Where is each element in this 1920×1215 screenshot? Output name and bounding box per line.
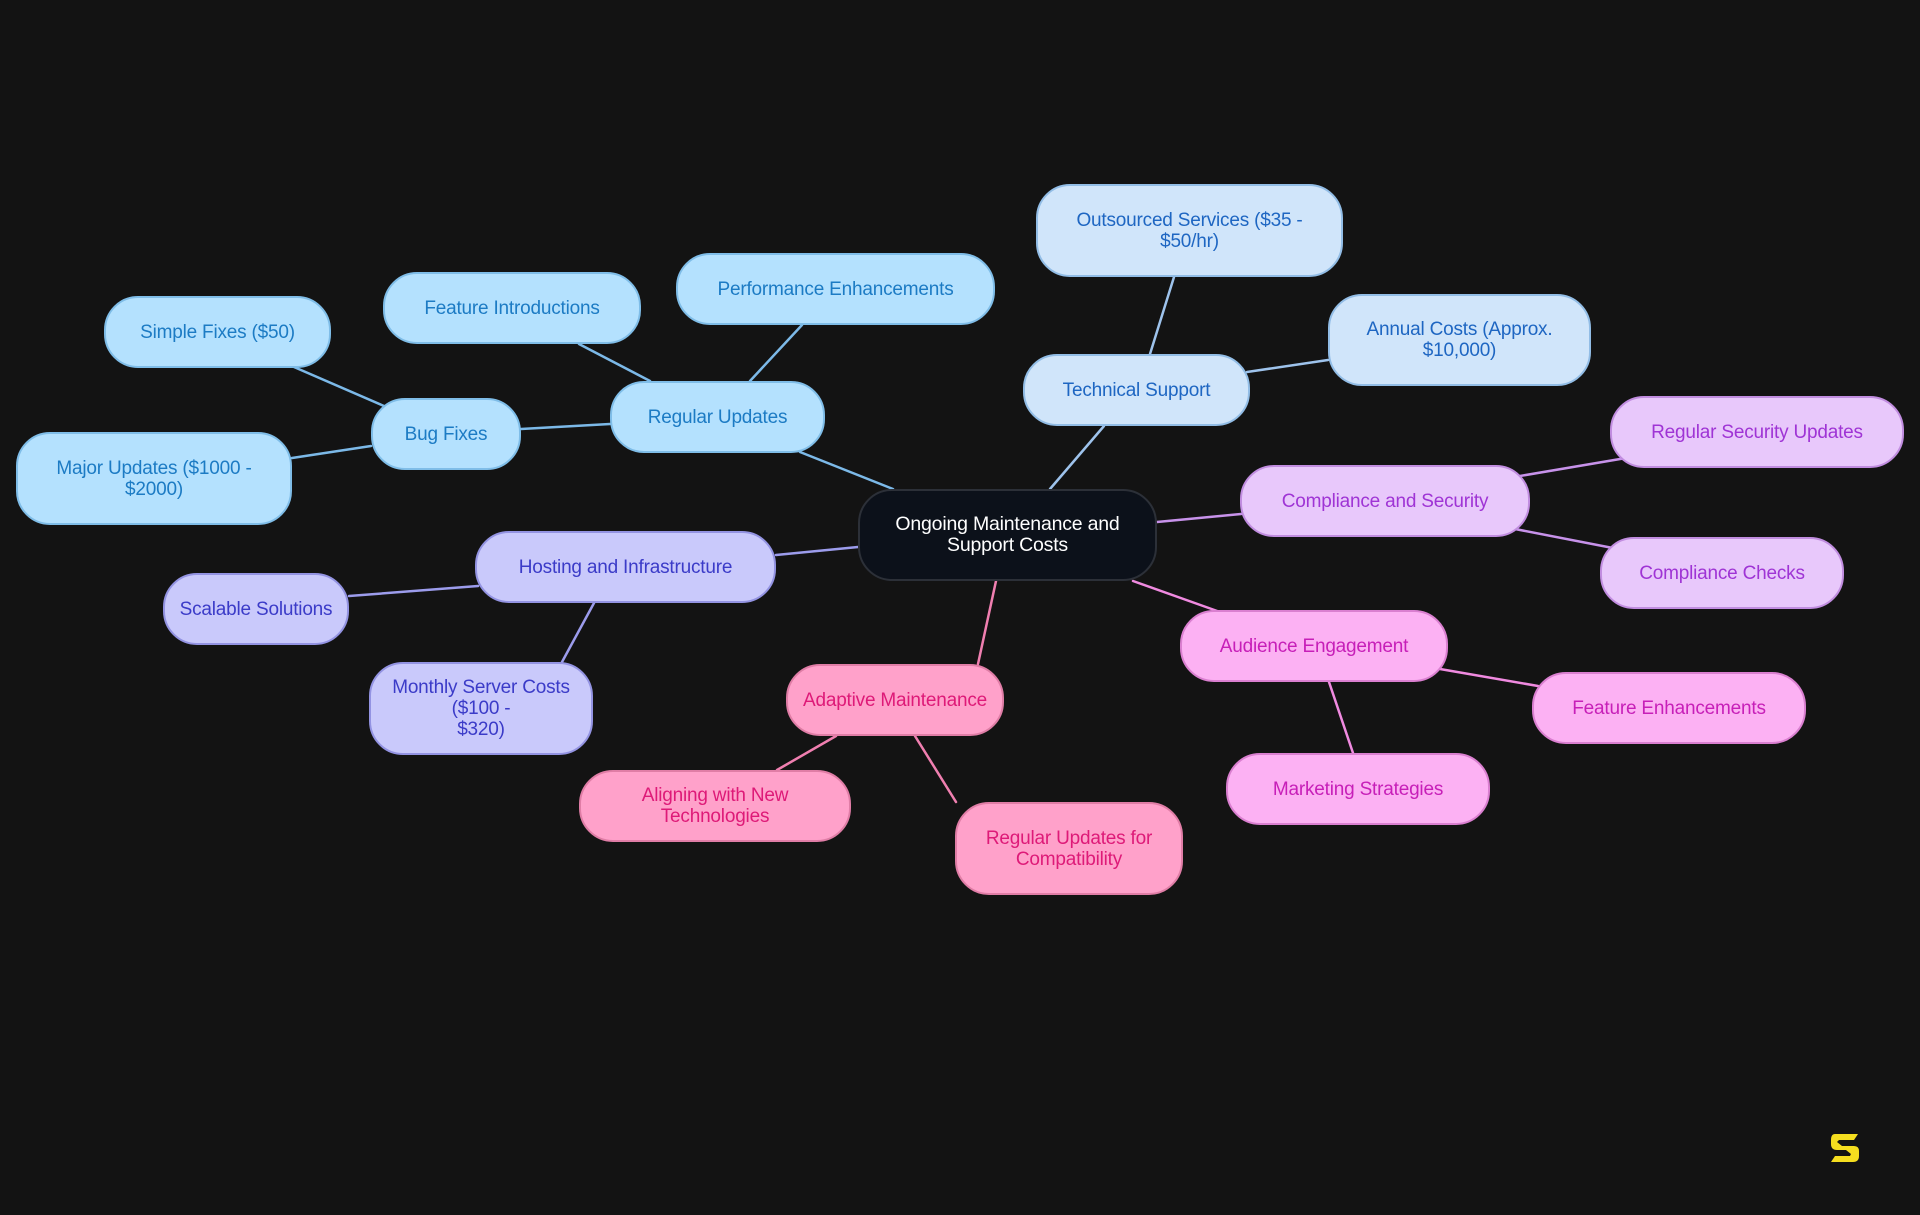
node-label-line2: $50/hr): [1160, 230, 1219, 252]
edge-root-regular-updates: [798, 450, 895, 491]
edge-bugfix-simple: [292, 365, 386, 408]
edge-audience-marketing: [1327, 680, 1355, 755]
edge-audience-feature-enh: [1438, 667, 1540, 688]
edge-root-adaptive: [976, 579, 998, 666]
edge-bugfix-major: [290, 444, 373, 460]
root-label-line2: Support Costs: [947, 534, 1068, 556]
node-aligning-new-technologies[interactable]: Aligning with New Technologies: [579, 770, 851, 842]
edge-root-compliance: [1155, 512, 1243, 524]
edge-compliance-security-updates: [1518, 456, 1628, 478]
node-compliance-checks[interactable]: Compliance Checks: [1600, 537, 1844, 609]
node-annual-costs[interactable]: Annual Costs (Approx. $10,000): [1328, 294, 1591, 386]
edge-adaptive-compat: [913, 734, 958, 804]
node-hosting-infrastructure[interactable]: Hosting and Infrastructure: [475, 531, 776, 603]
node-label: Feature Introductions: [424, 297, 600, 319]
edge-adaptive-aligning: [775, 734, 838, 772]
node-marketing-strategies[interactable]: Marketing Strategies: [1226, 753, 1490, 825]
node-label-line1: Annual Costs (Approx.: [1366, 319, 1553, 340]
node-label: Regular Security Updates: [1651, 421, 1863, 443]
node-feature-enhancements[interactable]: Feature Enhancements: [1532, 672, 1806, 744]
node-label: Performance Enhancements: [717, 278, 954, 300]
node-label: Technical Support: [1062, 379, 1211, 401]
node-label: Marketing Strategies: [1272, 778, 1444, 800]
node-label-line2: $10,000): [1422, 340, 1497, 361]
edge-root-audience: [1131, 579, 1222, 614]
node-regular-security-updates[interactable]: Regular Security Updates: [1610, 396, 1904, 468]
node-label: Scalable Solutions: [179, 598, 333, 620]
node-label-line1: Monthly Server Costs ($100 -: [392, 677, 570, 719]
node-updates-compatibility[interactable]: Regular Updates for Compatibility: [955, 802, 1183, 895]
node-major-updates[interactable]: Major Updates ($1000 - $2000): [16, 432, 292, 525]
edge-hosting-monthly: [560, 601, 596, 664]
node-label-line1: Major Updates ($1000 -: [56, 457, 252, 479]
node-label: Aligning with New Technologies: [641, 785, 789, 827]
node-monthly-server-costs[interactable]: Monthly Server Costs ($100 - $320): [369, 662, 593, 755]
node-compliance-security[interactable]: Compliance and Security: [1240, 465, 1530, 537]
edge-updates-bug-fixes: [519, 422, 612, 431]
edge-updates-performance: [748, 323, 804, 383]
edge-support-outsourced: [1148, 275, 1176, 356]
node-label-line2: $320): [457, 719, 505, 740]
node-label: Compliance and Security: [1281, 490, 1489, 512]
node-label: Simple Fixes ($50): [140, 321, 295, 343]
node-label: Bug Fixes: [404, 423, 488, 445]
node-regular-updates[interactable]: Regular Updates: [610, 381, 825, 453]
edge-root-technical-support: [1048, 424, 1106, 491]
node-performance-enhancements[interactable]: Performance Enhancements: [676, 253, 995, 325]
node-technical-support[interactable]: Technical Support: [1023, 354, 1250, 426]
s-logo-icon: [1831, 1134, 1859, 1162]
node-label-line2: Compatibility: [1015, 848, 1123, 870]
node-label-line1: Outsourced Services ($35 -: [1076, 209, 1303, 231]
node-bug-fixes[interactable]: Bug Fixes: [371, 398, 521, 470]
node-scalable-solutions[interactable]: Scalable Solutions: [163, 573, 349, 645]
root-node[interactable]: Ongoing Maintenance and Support Costs: [858, 489, 1157, 581]
node-label: Regular Updates: [647, 406, 788, 428]
node-adaptive-maintenance[interactable]: Adaptive Maintenance: [786, 664, 1004, 736]
node-label-line2: $2000): [125, 478, 183, 500]
node-label: Compliance Checks: [1639, 562, 1805, 584]
edge-hosting-scalable: [347, 584, 480, 598]
edge-compliance-checks: [1513, 527, 1620, 551]
node-outsourced-services[interactable]: Outsourced Services ($35 - $50/hr): [1036, 184, 1343, 277]
edge-updates-feature-intro: [577, 342, 652, 383]
node-label: Audience Engagement: [1219, 635, 1409, 657]
node-feature-introductions[interactable]: Feature Introductions: [383, 272, 641, 344]
node-label: Feature Enhancements: [1572, 697, 1766, 719]
edge-support-annual: [1245, 358, 1330, 374]
node-label: Hosting and Infrastructure: [518, 556, 733, 578]
edge-root-hosting: [774, 545, 860, 557]
node-label: Adaptive Maintenance: [802, 689, 987, 711]
node-label-line1: Regular Updates for: [985, 827, 1153, 849]
node-audience-engagement[interactable]: Audience Engagement: [1180, 610, 1448, 682]
node-simple-fixes[interactable]: Simple Fixes ($50): [104, 296, 331, 368]
root-label-line1: Ongoing Maintenance and: [895, 513, 1120, 535]
